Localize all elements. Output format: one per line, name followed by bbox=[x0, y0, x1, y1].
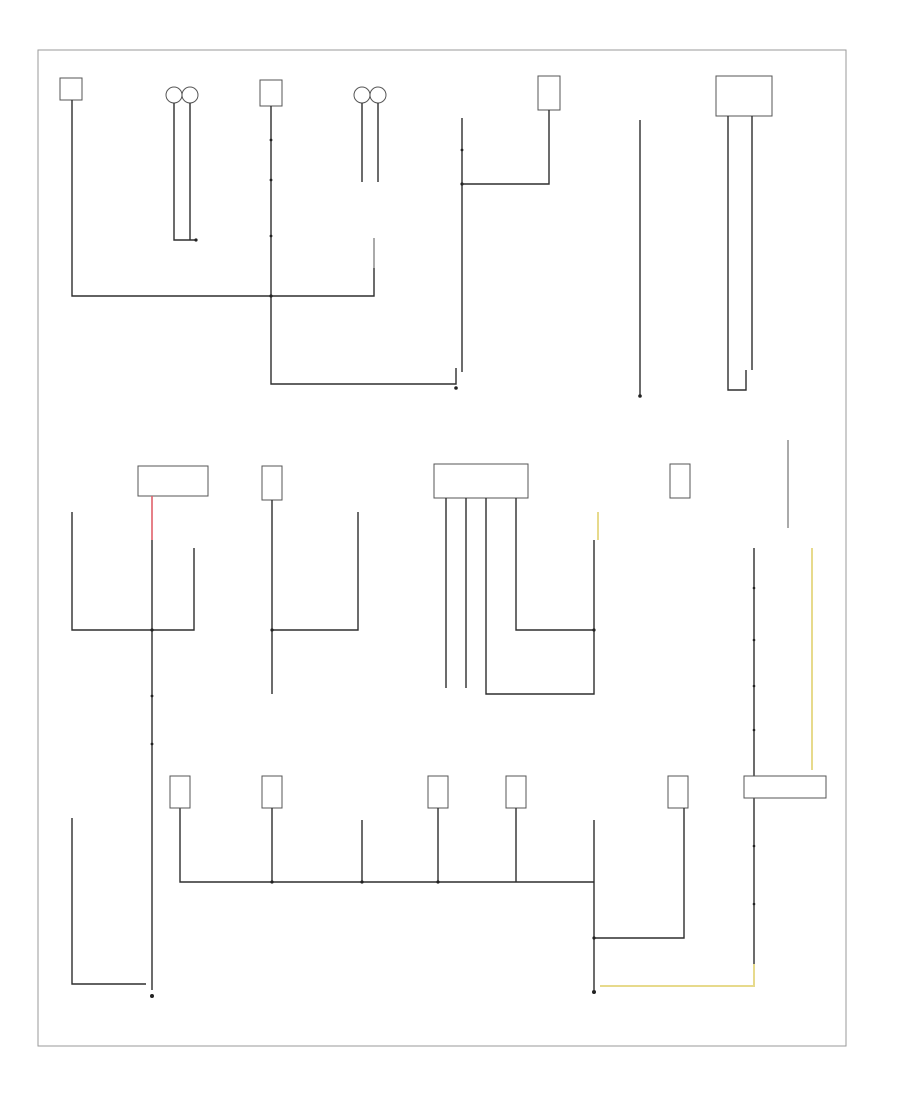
splice-dot bbox=[150, 694, 154, 698]
wire bbox=[71, 818, 146, 985]
component-box bbox=[669, 463, 691, 499]
splice-dot bbox=[270, 628, 274, 632]
component-box bbox=[427, 775, 449, 809]
wire bbox=[515, 498, 594, 631]
component-box bbox=[505, 775, 527, 809]
bulb-icon bbox=[165, 86, 183, 104]
component-box bbox=[259, 79, 283, 107]
ground-symbol bbox=[592, 990, 596, 994]
wire bbox=[270, 106, 457, 385]
wire bbox=[179, 808, 594, 883]
component-box bbox=[261, 465, 283, 501]
component-box bbox=[715, 75, 773, 117]
splice-dot bbox=[752, 728, 756, 732]
splice-dot bbox=[150, 628, 154, 632]
section-middle bbox=[71, 440, 827, 998]
connector-box bbox=[743, 775, 827, 799]
splice-dot bbox=[752, 684, 756, 688]
splice-dot bbox=[270, 880, 274, 884]
splice-dot bbox=[460, 148, 464, 152]
wire bbox=[272, 512, 359, 631]
ground-symbol bbox=[638, 394, 642, 398]
splice-dot bbox=[436, 880, 440, 884]
component-box bbox=[537, 75, 561, 111]
wire bbox=[173, 103, 196, 241]
section-bottom bbox=[71, 775, 755, 994]
splice-dot bbox=[150, 742, 154, 746]
splice-dot bbox=[752, 902, 756, 906]
splice-dot bbox=[592, 628, 596, 632]
ground-symbol bbox=[454, 386, 458, 390]
splice-dot bbox=[269, 234, 273, 238]
diagram-border bbox=[37, 49, 847, 1047]
wire bbox=[594, 808, 685, 939]
splice-dot bbox=[752, 586, 756, 590]
splice-dot bbox=[194, 238, 198, 242]
splice-dot bbox=[752, 844, 756, 848]
splice-dot bbox=[360, 880, 364, 884]
splice-dot bbox=[269, 138, 273, 142]
component-box bbox=[433, 463, 529, 499]
component-box bbox=[169, 775, 191, 809]
wire bbox=[600, 964, 755, 987]
wire bbox=[71, 100, 375, 297]
wire bbox=[727, 116, 747, 391]
section-top bbox=[59, 75, 773, 398]
component-box bbox=[261, 775, 283, 809]
wire bbox=[462, 110, 550, 185]
component-box bbox=[59, 77, 83, 101]
bulb-icon bbox=[181, 86, 199, 104]
ground-symbol bbox=[150, 994, 154, 998]
component-box bbox=[137, 465, 209, 497]
wire bbox=[485, 498, 595, 695]
splice-dot bbox=[752, 638, 756, 642]
splice-dot bbox=[269, 178, 273, 182]
bulb-icon bbox=[353, 86, 371, 104]
splice-dot bbox=[592, 936, 596, 940]
splice-dot bbox=[269, 294, 273, 298]
wire bbox=[71, 512, 195, 631]
bulb-icon bbox=[369, 86, 387, 104]
component-box bbox=[667, 775, 689, 809]
